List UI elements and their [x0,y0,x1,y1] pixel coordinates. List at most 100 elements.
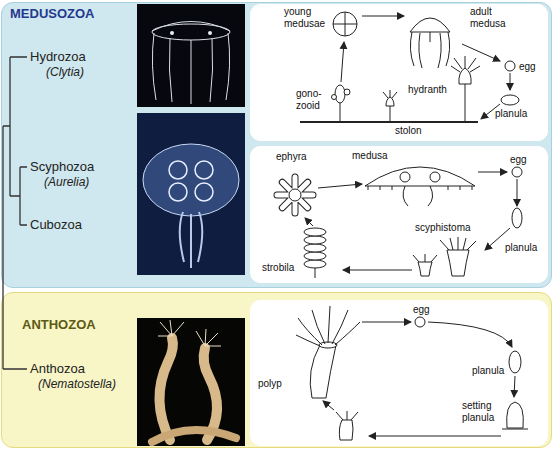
stage-label: medusa [352,150,388,162]
anthozoa-life-cycle [415,317,425,327]
anthozoa-life-cycle [339,420,353,440]
phylogeny-tree [3,57,27,369]
aurelia-photo [195,161,213,179]
taxon-name: Scyphozoa [30,160,94,175]
stage-label: strobila [262,262,294,274]
stage-label: setting planula [462,400,502,423]
aurelia-photo [143,144,239,216]
stage-label: planula [505,242,537,254]
anthozoa-life-cycle [514,376,515,397]
scyphozoa-life-cycle [304,236,326,244]
hydrozoa-life-cycle [335,85,345,103]
stage-label: planula [495,108,527,120]
aurelia-photo [169,161,213,201]
nematostella-photo [204,348,217,440]
phylogeny-tree [3,126,27,369]
scyphozoa-life-cycle [400,172,410,182]
hydrozoa-life-cycle [462,44,500,61]
scyphozoa-life-cycle [413,254,437,262]
hydrozoa-life-cycle [300,12,519,122]
stage-label: polyp [258,378,282,390]
stage-label: egg [413,304,430,316]
scyphozoa-life-cycle [277,177,313,213]
taxon-name: Anthozoa [30,362,85,377]
anthozoa-life-cycle [507,402,524,428]
scyphozoa-life-cycle [365,167,475,186]
clytia-photo [137,4,245,107]
stage-label: egg [510,154,527,166]
clytia-photo [152,24,230,40]
stage-label: hydranth [408,84,447,96]
scyphozoa-life-cycle [304,228,326,236]
scyphozoa-life-cycle [304,244,326,252]
scyphozoa-life-cycle [447,250,469,276]
scyphozoa-life-cycle [485,228,510,250]
nematostella-photo [158,320,221,346]
hydrozoa-life-cycle [300,121,478,123]
scyphozoa-life-cycle [512,208,522,228]
hydrozoa-life-cycle [362,16,404,17]
hydrozoa-life-cycle [344,89,350,95]
clytia-photo [208,31,212,35]
scyphozoa-life-cycle [304,252,326,260]
clade-panel: MEDUSOZOA young medusae adult medusa hydran… [1,2,552,288]
hydrozoa-life-cycle [410,32,449,68]
scyphozoa-life-cycle [343,270,412,271]
anthozoa-life-cycle [428,322,512,347]
stage-label: scyphistoma [415,222,471,234]
genus-name: (Aurelia) [44,176,89,190]
scyphozoa-life-cycle [430,172,440,182]
scyphozoa-life-cycle [304,260,326,268]
hydrozoa-life-cycle [383,90,397,98]
scyphozoa-life-cycle [512,167,522,177]
anthozoa-life-cycle [323,401,334,410]
aurelia-photo [137,113,245,275]
hydrozoa-life-cycle [451,56,480,72]
scyphozoa-life-cycle [318,184,362,188]
stage-label: young medusae [284,6,330,29]
hydrozoa-life-cycle [386,97,394,106]
stage-label: ephyra [276,151,307,163]
stage-label: egg [519,61,536,73]
nematostella-photo [137,318,245,446]
anthozoa-life-cycle [369,436,501,437]
anthozoa-life-cycle [336,411,358,420]
phylogeny-tree [20,167,27,225]
life-cycle-box: young medusae adult medusa hydranth egg gono… [250,4,548,141]
stage-label: planula [472,365,504,377]
aurelia-photo [195,183,213,201]
genus-name: (Nematostella) [38,378,116,392]
hydrozoa-life-cycle [459,68,471,84]
stage-label: stolon [395,125,422,137]
hydrozoa-life-cycle [341,42,344,82]
scyphozoa-life-cycle [305,218,313,226]
scyphozoa-life-cycle [277,177,313,213]
scyphozoa-life-cycle [277,167,522,278]
clytia-photo [152,22,230,105]
anthozoa-life-cycle [509,351,521,373]
hydrozoa-life-cycle [333,12,357,36]
nematostella-photo [159,338,172,440]
clytia-photo [137,4,245,107]
anthozoa-life-cycle [310,345,336,398]
scyphozoa-life-cycle [478,172,507,173]
aurelia-photo [137,113,245,275]
scyphozoa-life-cycle [517,179,518,206]
anthozoa-life-cycle [296,306,528,440]
anthozoa-life-cycle [362,322,411,323]
anthozoa-life-cycle [502,429,528,430]
clytia-photo [152,33,229,104]
stage-label: gono- zooid [296,88,326,111]
hydrozoa-life-cycle [332,95,337,100]
aurelia-photo [169,161,187,179]
scyphozoa-life-cycle [418,262,432,276]
stage-label: adult medusa [470,6,512,29]
hydrozoa-life-cycle [505,61,515,71]
scyphozoa-life-cycle [440,237,476,250]
scyphozoa-life-cycle [368,186,472,206]
nematostella-photo [137,318,245,446]
hydrozoa-life-cycle [390,106,391,122]
scyphozoa-life-cycle [289,189,301,201]
clytia-photo [170,31,174,35]
clade-heading: MEDUSOZOA [10,7,95,22]
